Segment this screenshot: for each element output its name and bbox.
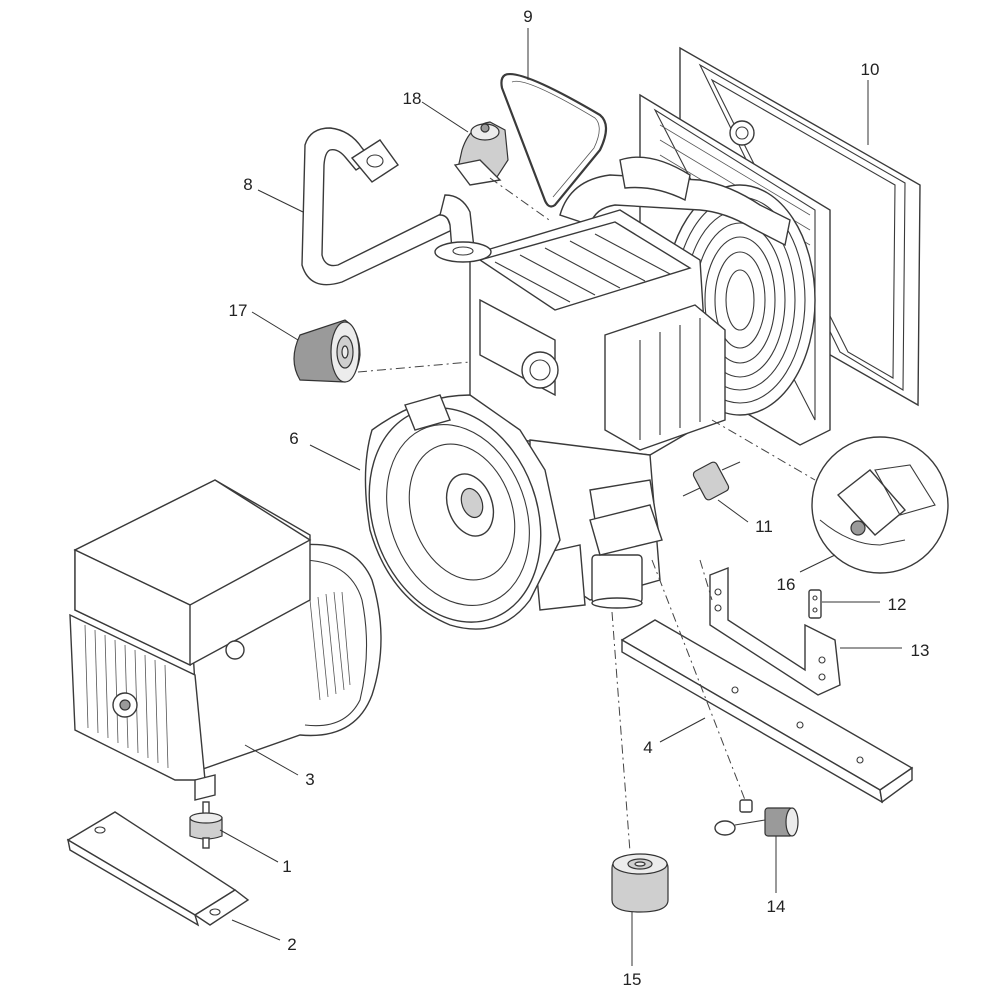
anti-vibration-mount-part bbox=[189, 801, 223, 849]
callout-8: 8 bbox=[243, 175, 252, 194]
small-plate-part bbox=[808, 589, 822, 619]
engine-block-part bbox=[469, 209, 726, 611]
alternator-part bbox=[69, 479, 382, 801]
alternator-bracket-part bbox=[66, 811, 250, 927]
flywheel-housing-part bbox=[364, 394, 561, 630]
callout-14: 14 bbox=[767, 897, 786, 916]
projection-lines bbox=[357, 177, 816, 853]
callout-13: 13 bbox=[911, 641, 930, 660]
engine-bracket-part bbox=[709, 566, 841, 696]
fuel-filter-part bbox=[682, 461, 741, 501]
base-rail-part bbox=[620, 619, 914, 804]
callout-18: 18 bbox=[403, 89, 422, 108]
exhaust-pipe-part bbox=[301, 127, 492, 286]
callout-10: 10 bbox=[861, 60, 880, 79]
fan-belt-part bbox=[500, 73, 608, 208]
coolant-hose-part bbox=[559, 174, 791, 247]
oil-filter-part bbox=[293, 319, 361, 383]
callout-labels: 1 2 3 4 6 8 9 10 11 12 13 14 15 16 17 18 bbox=[229, 7, 930, 989]
callout-4: 4 bbox=[643, 738, 652, 757]
spare-oil-filter-part bbox=[611, 853, 669, 913]
thermostat-housing-part bbox=[453, 121, 509, 186]
callout-11: 11 bbox=[755, 517, 773, 536]
rubber-mount-part bbox=[714, 799, 799, 837]
callout-1: 1 bbox=[282, 857, 291, 876]
callout-3: 3 bbox=[305, 770, 314, 789]
callout-9: 9 bbox=[523, 7, 532, 26]
mounted-oil-filter-part bbox=[589, 504, 663, 609]
leader-lines bbox=[219, 28, 902, 966]
callout-15: 15 bbox=[623, 970, 642, 989]
callout-12: 12 bbox=[888, 595, 907, 614]
callout-16: 16 bbox=[777, 575, 796, 594]
detail-view-part bbox=[811, 436, 949, 574]
callout-6: 6 bbox=[289, 429, 298, 448]
callout-2: 2 bbox=[287, 935, 296, 954]
callout-17: 17 bbox=[229, 301, 248, 320]
